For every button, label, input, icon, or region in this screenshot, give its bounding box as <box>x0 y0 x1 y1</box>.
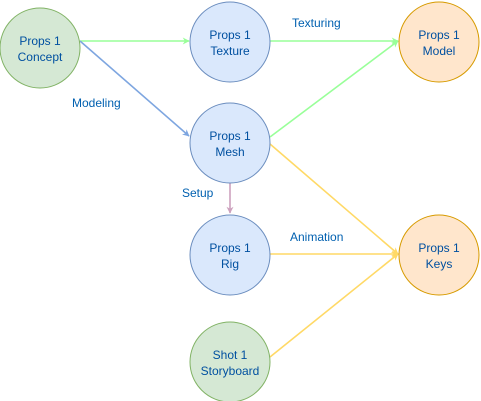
node-label-line1: Props 1 <box>418 28 460 42</box>
node-label-line1: Props 1 <box>19 34 61 48</box>
edge-label-setup: Setup <box>182 186 214 200</box>
edge-props-mesh-to-props-keys <box>269 143 399 255</box>
node-circle[interactable] <box>189 1 271 83</box>
node-props-model[interactable]: Props 1 Model <box>398 1 480 83</box>
node-label-line1: Props 1 <box>418 241 460 255</box>
node-label-line1: Props 1 <box>209 241 251 255</box>
node-props-texture[interactable]: Props 1 Texture <box>189 1 271 83</box>
node-circle[interactable] <box>189 102 271 184</box>
node-label-line2: Model <box>423 44 456 58</box>
node-label-line2: Rig <box>221 257 239 271</box>
edge-props-mesh-to-props-model <box>269 40 399 138</box>
node-label-line2: Keys <box>426 257 453 271</box>
node-label-line1: Props 1 <box>209 28 251 42</box>
edges-layer <box>79 37 399 358</box>
node-label-line2: Texture <box>210 44 250 58</box>
node-circle[interactable] <box>189 321 271 401</box>
node-label-line2: Mesh <box>215 145 244 159</box>
edge-label-animation: Animation <box>290 230 343 244</box>
node-props-keys[interactable]: Props 1 Keys <box>398 214 480 296</box>
node-props-rig[interactable]: Props 1 Rig <box>189 214 271 296</box>
edge-label-modeling: Modeling <box>72 96 121 110</box>
node-label-line2: Concept <box>18 50 63 64</box>
node-circle[interactable] <box>398 1 480 83</box>
node-label-line1: Shot 1 <box>213 348 248 362</box>
node-props-concept[interactable]: Props 1 Concept <box>0 7 81 89</box>
node-circle[interactable] <box>189 214 271 296</box>
node-circle[interactable] <box>398 214 480 296</box>
edge-props-concept-to-props-mesh <box>79 40 190 137</box>
edge-shot-storyboard-to-props-keys <box>269 253 399 358</box>
node-props-mesh[interactable]: Props 1 Mesh <box>189 102 271 184</box>
node-circle[interactable] <box>0 7 81 89</box>
node-label-line2: Storyboard <box>201 364 260 378</box>
node-shot-storyboard[interactable]: Shot 1 Storyboard <box>189 321 271 401</box>
edge-label-texturing: Texturing <box>292 16 341 30</box>
node-label-line1: Props 1 <box>209 129 251 143</box>
